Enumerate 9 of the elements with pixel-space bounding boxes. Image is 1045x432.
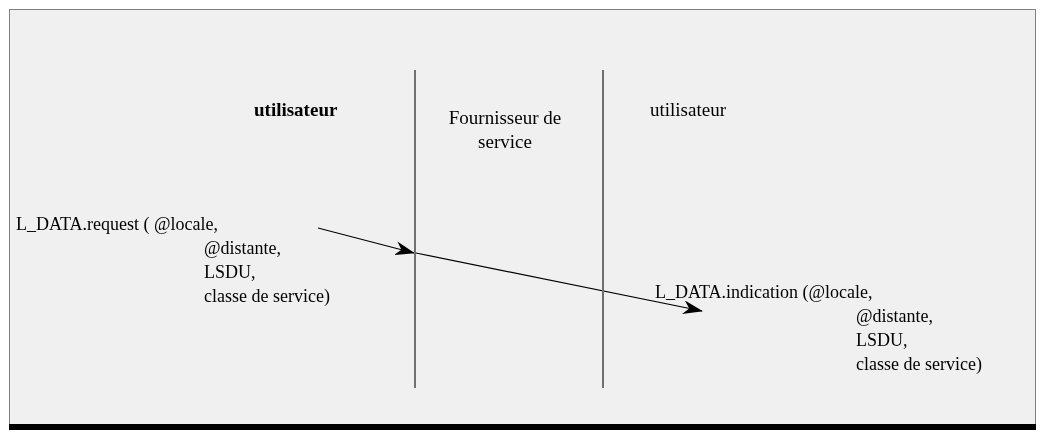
divider-line [602,70,604,388]
divider-line [414,70,416,388]
primitive-text: L_DATA.request ( @locale, @distante, LSDU, classe de service) [16,212,406,308]
column-heading: Fournisseur de service [443,106,567,154]
primitive-text: L_DATA.indication (@locale, @distante, LSDU, classe de service) [655,280,1035,376]
arrow [317,227,415,255]
column-heading: utilisateur [254,98,372,122]
arrow [415,252,703,315]
column-heading: utilisateur [650,98,770,122]
